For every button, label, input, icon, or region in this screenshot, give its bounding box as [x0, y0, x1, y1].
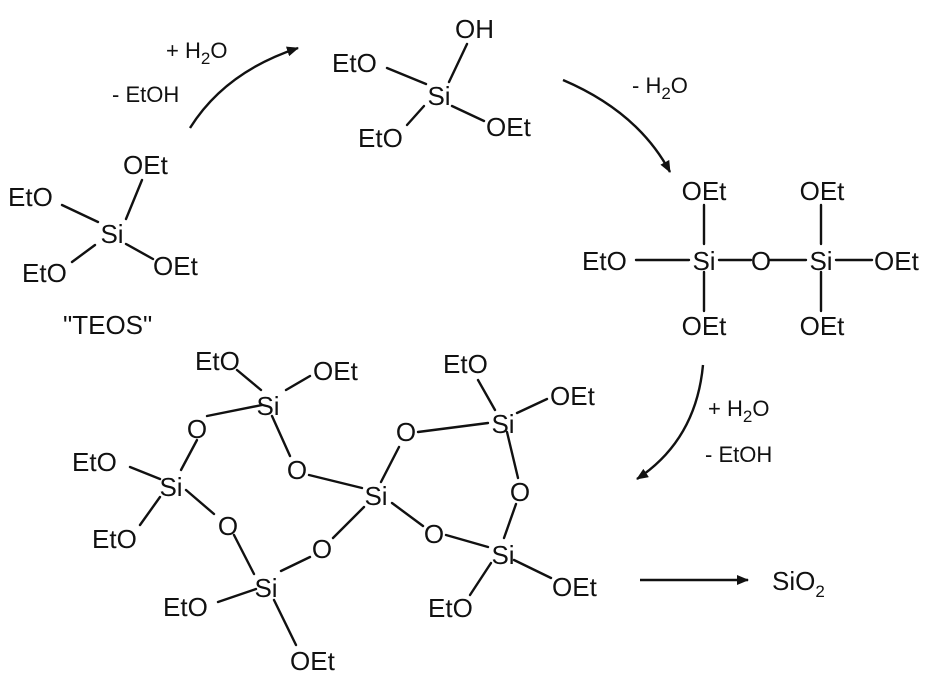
group-oet: OEt: [800, 311, 846, 341]
teos-molecule: Si OEt EtO EtO OEt "TEOS": [8, 150, 199, 340]
atom-si: Si: [100, 219, 123, 249]
atom-o-bridge: O: [287, 455, 307, 485]
group-eto: EtO: [443, 349, 488, 379]
arrow-condensation: [562, 78, 672, 173]
group-eto: EtO: [92, 524, 137, 554]
group-oet: OEt: [550, 381, 596, 411]
group-eto: EtO: [332, 48, 377, 78]
group-oet: OEt: [552, 572, 598, 602]
disiloxane-molecule: Si Si O EtO OEt OEt OEt OEt OEt: [582, 176, 920, 341]
arrow-oligomerization: [636, 364, 705, 481]
atom-si: Si: [692, 246, 715, 276]
atom-o-bridge: O: [218, 511, 238, 541]
group-oet: OEt: [313, 356, 359, 386]
arrow-hydrolysis: [188, 46, 299, 129]
teos-label: "TEOS": [63, 310, 152, 340]
atom-si: Si: [809, 246, 832, 276]
group-oet: OEt: [123, 150, 169, 180]
product-silica: SiO2: [772, 566, 825, 601]
group-eto: EtO: [582, 246, 627, 276]
condition-add-water-1: + H2O: [166, 38, 227, 68]
atom-si: Si: [159, 472, 182, 502]
atom-o-bridge: O: [396, 417, 416, 447]
condition-remove-water: - H2O: [632, 73, 688, 103]
atom-si: Si: [254, 573, 277, 603]
atom-o-bridge: O: [187, 414, 207, 444]
group-eto: EtO: [163, 592, 208, 622]
atom-si: Si: [256, 391, 279, 421]
group-oet: OEt: [153, 251, 199, 281]
atom-o-bridge: O: [424, 519, 444, 549]
condition-add-water-2: + H2O: [708, 396, 769, 426]
group-oet: OEt: [290, 646, 336, 676]
group-eto: EtO: [8, 182, 53, 212]
group-oet: OEt: [682, 311, 728, 341]
reaction-arrows: [188, 46, 749, 585]
condition-remove-ethanol-2: - EtOH: [705, 442, 772, 467]
atom-si: Si: [491, 540, 514, 570]
group-oet: OEt: [682, 176, 728, 206]
atom-si-center: Si: [364, 481, 387, 511]
silanol-molecule: Si OH EtO EtO OEt: [332, 14, 532, 153]
group-eto: EtO: [358, 123, 403, 153]
group-oet: OEt: [874, 246, 920, 276]
atom-si: Si: [491, 409, 514, 439]
atom-o-bridge: O: [510, 477, 530, 507]
group-eto: EtO: [195, 346, 240, 376]
atom-si: Si: [427, 81, 450, 111]
group-eto: EtO: [22, 258, 67, 288]
siloxane-network: Si Si Si Si Si Si O O O O O O O EtO OEt …: [72, 346, 598, 676]
atom-o-bridge: O: [751, 246, 771, 276]
condition-remove-ethanol-1: - EtOH: [112, 82, 179, 107]
group-eto: EtO: [72, 447, 117, 477]
reaction-conditions: + H2O - EtOH - H2O + H2O - EtOH: [112, 38, 772, 467]
group-oet: OEt: [800, 176, 846, 206]
atom-o-bridge: O: [312, 534, 332, 564]
group-oh: OH: [455, 14, 494, 44]
group-oet: OEt: [486, 112, 532, 142]
group-eto: EtO: [428, 593, 473, 623]
